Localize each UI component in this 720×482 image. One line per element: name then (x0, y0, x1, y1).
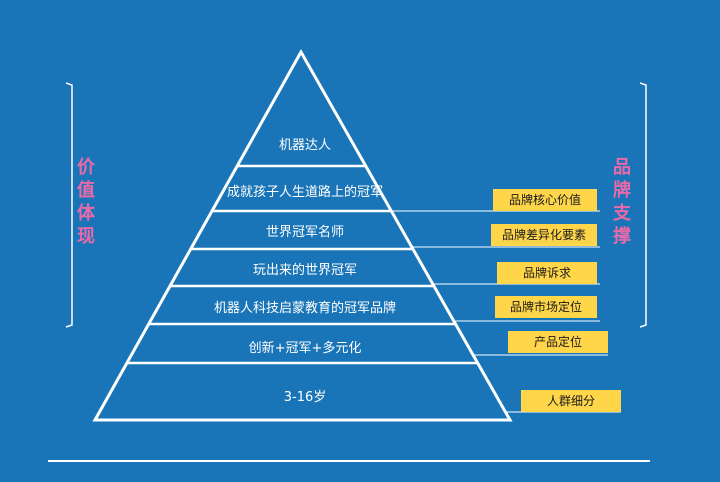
left-side-label: 价 值 体 现 (74, 156, 98, 248)
left-bracket (65, 82, 73, 328)
tier-label-5: 机器人科技启蒙教育的冠军品牌 (213, 301, 397, 316)
tag-product-position: 产品定位 (508, 331, 608, 353)
right-side-label: 品 牌 支 撑 (610, 156, 634, 248)
right-bracket (639, 82, 647, 328)
tag-audience-segmentation: 人群细分 (521, 390, 621, 412)
tag-brand-differentiation: 品牌差异化要素 (491, 224, 597, 246)
tag-brand-core-value: 品牌核心价值 (493, 189, 597, 211)
tier-label-top: 机器达人 (278, 138, 332, 153)
tier-label-3: 世界冠军名师 (265, 225, 345, 240)
tag-brand-market-position: 品牌市场定位 (495, 296, 597, 318)
tag-brand-appeal: 品牌诉求 (497, 262, 597, 284)
right-label-char: 支 (613, 203, 631, 224)
tier-label-2: 成就孩子人生道路上的冠军 (226, 185, 384, 200)
left-label-char: 现 (77, 226, 95, 247)
tier-label-base: 3-16岁 (283, 390, 327, 405)
right-label-char: 牌 (613, 180, 631, 201)
left-label-char: 体 (77, 203, 95, 224)
right-label-char: 品 (613, 157, 631, 178)
tier-label-4: 玩出来的世界冠军 (252, 263, 358, 278)
left-label-char: 价 (77, 157, 95, 178)
left-label-char: 值 (77, 180, 95, 201)
tier-label-6: 创新+冠军+多元化 (248, 341, 362, 356)
pyramid-outline (92, 48, 513, 422)
right-label-char: 撑 (613, 226, 631, 247)
